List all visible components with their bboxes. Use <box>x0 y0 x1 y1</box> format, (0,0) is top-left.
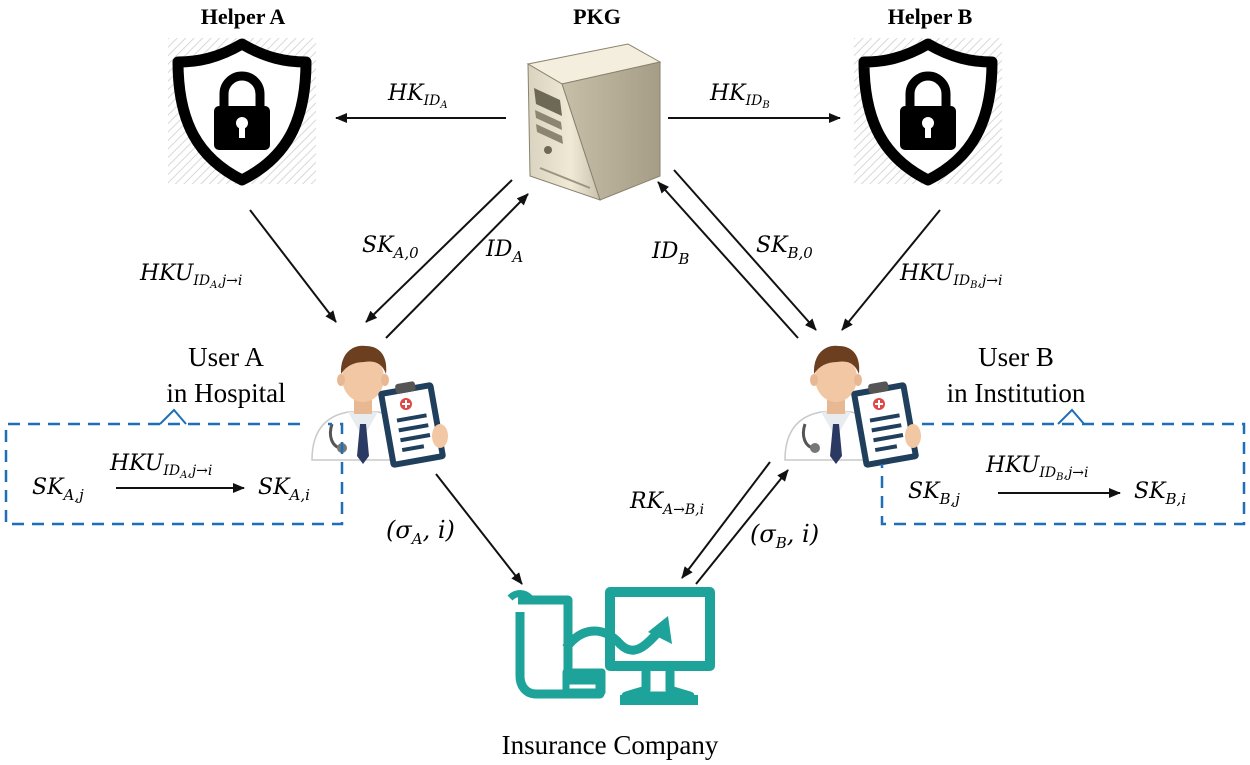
pkg-label: PKG <box>573 4 621 29</box>
insurance-node: Insurance Company <box>502 587 719 760</box>
edge-label-hku-a: HKUIDA,j→i <box>139 261 242 291</box>
edge-label-rk: RKA→B,i <box>629 489 704 518</box>
update-box-b: SKB,j SKB,i HKUIDB,j→i <box>880 408 1246 526</box>
user-b-node: User B in Institution <box>784 342 1086 468</box>
update-a-key: HKUIDA,j→i <box>109 451 212 481</box>
pkg-node: PKG <box>526 4 662 201</box>
insurance-label: Insurance Company <box>502 730 719 760</box>
edge-pkg-to-user-b: SKB,0 <box>673 169 817 331</box>
helper-b-label: Helper B <box>888 4 973 29</box>
document-to-monitor-icon <box>507 587 715 705</box>
edge-user-a-to-pkg: IDA <box>385 193 529 339</box>
user-a-line1: User A <box>188 342 264 372</box>
edge-label-id-b: IDB <box>651 239 689 268</box>
update-b-from: SKB,j <box>908 479 960 508</box>
edge-user-b-to-insurance: RKA→B,i <box>629 461 771 579</box>
shield-lock-icon <box>168 38 316 186</box>
edge-label-hku-b: HKUIDB,j→i <box>899 261 1003 291</box>
edge-label-sigma-b: (σB, i) <box>750 520 819 552</box>
user-a-line2: in Hospital <box>166 378 285 408</box>
edge-label-sigma-a: (σA, i) <box>386 516 455 548</box>
edge-insurance-to-user-b: (σB, i) <box>695 469 819 585</box>
helper-a-label: Helper A <box>201 4 286 29</box>
edge-pkg-to-user-a: SKA,0 <box>362 179 513 323</box>
shield-lock-icon <box>854 38 1002 186</box>
edge-pkg-to-helper-a: HKIDA <box>335 81 506 123</box>
update-b-key: HKUIDB,j→i <box>985 453 1089 483</box>
edge-helper-a-to-user-a: HKUIDA,j→i <box>139 209 337 323</box>
edge-label-sk-a0: SKA,0 <box>362 233 419 262</box>
edge-user-a-to-insurance: (σA, i) <box>386 473 523 585</box>
user-b-line1: User B <box>978 342 1054 372</box>
server-icon <box>526 43 662 201</box>
doctor-clipboard-icon <box>784 345 921 468</box>
edge-user-b-to-pkg: IDB <box>651 181 799 339</box>
edge-pkg-to-helper-b: HKIDB <box>668 81 841 123</box>
edge-label-hk-a: HKIDA <box>387 81 448 111</box>
edge-helper-b-to-user-b: HKUIDB,j→i <box>841 209 1003 331</box>
edge-label-hk-b: HKIDB <box>709 81 770 111</box>
update-b-to: SKB,i <box>1134 479 1186 508</box>
edge-label-id-a: IDA <box>485 237 523 266</box>
update-a-to: SKA,i <box>258 475 310 504</box>
helper-b-node: Helper B <box>854 4 1002 186</box>
update-a-from: SKA,j <box>32 475 84 504</box>
doctor-clipboard-icon <box>311 345 448 468</box>
edge-label-sk-b0: SKB,0 <box>756 233 813 262</box>
user-a-node: User A in Hospital <box>166 342 448 468</box>
update-box-a: SKA,j SKA,i HKUIDA,j→i <box>4 408 344 526</box>
helper-a-node: Helper A <box>168 4 316 186</box>
user-b-line2: in Institution <box>947 378 1086 408</box>
